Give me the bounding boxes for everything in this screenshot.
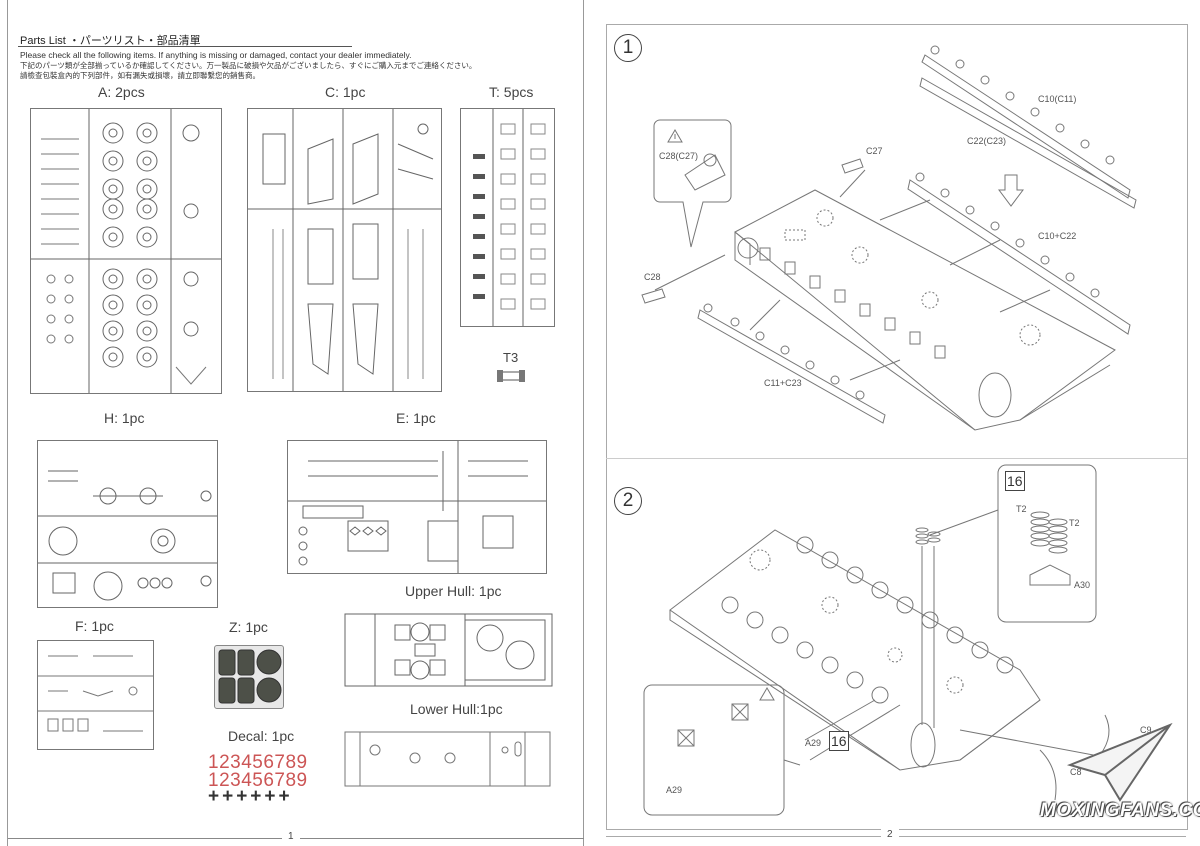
watermark-text: MOXINGFANS.COM bbox=[1040, 800, 1200, 821]
step-1-number: 1 bbox=[614, 34, 642, 62]
part-t3-label: T3 bbox=[503, 350, 519, 365]
part-t3-icon bbox=[497, 370, 525, 382]
label-c27: C27 bbox=[866, 146, 883, 156]
sprue-f bbox=[37, 640, 154, 750]
label-c11-c23: C11+C23 bbox=[764, 378, 802, 388]
part-count-badge-16-a29: 16 bbox=[829, 731, 849, 751]
parts-list-instructions: Please check all the following items. If… bbox=[20, 50, 476, 82]
label-a29-detail: A29 bbox=[666, 785, 683, 795]
photo-etch-z bbox=[214, 645, 284, 709]
parts-list-page: Parts List ・パーツリスト・部品清單 Please check all… bbox=[7, 0, 584, 846]
decal-label: Decal: 1pc bbox=[228, 728, 295, 744]
lower-hull-part bbox=[344, 720, 551, 800]
upper-hull-label: Upper Hull: 1pc bbox=[405, 583, 502, 599]
sprue-c-label: C: 1pc bbox=[325, 84, 366, 100]
sprue-t-drawing bbox=[473, 109, 546, 326]
page-number-1: 1 bbox=[282, 831, 300, 842]
label-c9: C9 bbox=[1140, 725, 1152, 735]
instruction-ja: 下記のパーツ類が全部揃っているか確認してください。万一製品に破損や欠品がございま… bbox=[20, 60, 477, 70]
part-count-badge-16: 16 bbox=[1005, 471, 1025, 491]
label-c8: C8 bbox=[1070, 767, 1082, 777]
label-t2-right: T2 bbox=[1069, 518, 1080, 528]
decal-numbers-row-2: 123456789 bbox=[208, 770, 308, 791]
upper-hull-part bbox=[344, 610, 553, 690]
page-border-left bbox=[7, 0, 8, 846]
label-c22-c23: C22(C23) bbox=[967, 136, 1007, 146]
sprue-f-drawing bbox=[38, 655, 153, 732]
step-divider bbox=[606, 458, 1187, 459]
parts-list-title: Parts List ・パーツリスト・部品清單 bbox=[20, 35, 201, 47]
sprue-f-label: F: 1pc bbox=[75, 618, 114, 634]
part-z-label: Z: 1pc bbox=[229, 619, 268, 635]
sprue-c bbox=[247, 108, 442, 392]
assembly-instructions-page: 1 bbox=[600, 0, 1200, 846]
sprue-t bbox=[460, 108, 555, 327]
sprue-a-label: A: 2pcs bbox=[98, 84, 145, 100]
sprue-e bbox=[287, 440, 547, 574]
sprue-t-label: T: 5pcs bbox=[489, 84, 534, 100]
decal-crosses: ++++++ bbox=[208, 786, 293, 807]
instruction-en: Please check all the following items. If… bbox=[20, 50, 412, 60]
lower-hull-drawing bbox=[344, 731, 551, 787]
label-a29: A29 bbox=[805, 738, 822, 748]
page-number-2: 2 bbox=[881, 829, 899, 840]
label-t2-left: T2 bbox=[1016, 504, 1027, 514]
sprue-c-drawing bbox=[248, 109, 441, 391]
title-underline bbox=[18, 46, 352, 47]
sprue-a bbox=[30, 108, 222, 394]
label-c10-c22: C10+C22 bbox=[1038, 231, 1077, 241]
lower-hull-label: Lower Hull:1pc bbox=[410, 701, 503, 717]
label-a30: A30 bbox=[1074, 580, 1091, 590]
label-c10-c11: C10(C11) bbox=[1038, 94, 1077, 104]
sprue-a-drawing bbox=[31, 109, 221, 393]
sprue-h-drawing bbox=[38, 470, 217, 601]
instruction-zh: 請檢查包裝盒內的下列部件，如有漏失或損壞，請立即聯繫您的銷售商。 bbox=[20, 71, 260, 80]
step-2-drawing bbox=[643, 464, 1121, 816]
sprue-e-label: E: 1pc bbox=[396, 410, 436, 426]
page-border-right bbox=[583, 0, 584, 846]
sprue-h bbox=[37, 440, 218, 608]
step-2-number: 2 bbox=[614, 487, 642, 515]
photo-etch-drawing bbox=[218, 649, 282, 704]
decal-numbers-row-1: 123456789 bbox=[208, 752, 308, 773]
label-c28-c27: C28(C27) bbox=[659, 151, 699, 161]
sprue-h-label: H: 1pc bbox=[104, 410, 145, 426]
watermark-plane-logo bbox=[1066, 722, 1173, 802]
sprue-e-drawing bbox=[288, 441, 546, 573]
upper-hull-drawing bbox=[344, 613, 553, 687]
step-1-drawing bbox=[641, 45, 1137, 431]
label-c28: C28 bbox=[644, 272, 661, 282]
